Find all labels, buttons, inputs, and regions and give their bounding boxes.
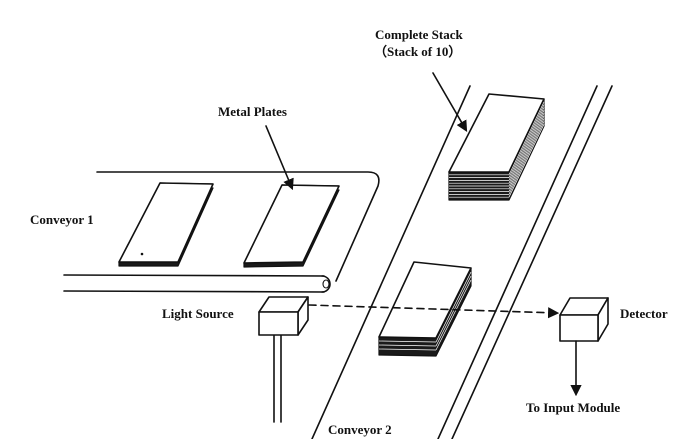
stack-plate-side-edge: [508, 112, 545, 187]
conveyor-2-label: Conveyor 2: [328, 422, 392, 437]
complete-stack-pointer-arrow: [432, 72, 468, 132]
light-beam: [308, 304, 560, 319]
partial-stack: [378, 261, 472, 357]
light-source: [258, 296, 309, 423]
stack-plate-side-edge: [508, 115, 545, 189]
complete-stack-label: Complete Stack: [375, 27, 464, 42]
stack-plate-side-edge: [508, 104, 545, 178]
metal-plates-label: Metal Plates: [218, 104, 287, 119]
conveyor-1-label: Conveyor 1: [30, 212, 94, 227]
complete-stack-count-label: （Stack of 10）: [374, 44, 461, 59]
stack-plate-side-edge: [508, 124, 545, 198]
metal-plate-right: [243, 184, 340, 268]
complete-stack: [448, 93, 545, 201]
detector: [559, 297, 609, 342]
conveyor-2-belt: [311, 85, 613, 439]
to-input-module-label: To Input Module: [526, 400, 620, 415]
metal-plates-pointer-arrow: [265, 125, 294, 191]
conveyor-1-belt: [63, 171, 380, 293]
stack-plate-side-edge: [508, 121, 545, 195]
detector-label: Detector: [620, 306, 668, 321]
light-source-label: Light Source: [162, 306, 234, 321]
stack-plate-side-edge: [508, 110, 545, 184]
metal-plate-left: [118, 182, 214, 267]
stack-plate-side-edge: [508, 118, 545, 192]
stack-plate-side-edge: [508, 101, 545, 175]
stack-plate-side-edge: [508, 107, 545, 181]
